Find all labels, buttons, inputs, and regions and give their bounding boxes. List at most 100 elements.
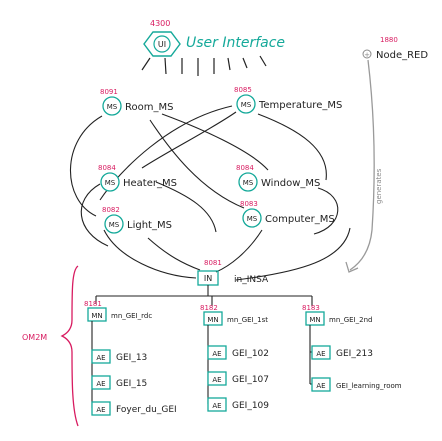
link-window-right [313,187,339,235]
ms-badge: MS [109,221,120,229]
mn-port: 8181 [84,300,102,308]
link-temp-arc [257,113,327,181]
ms-badge: MS [241,101,252,109]
ae-label: Foyer_du_GEI [116,405,177,415]
in-label: in_INSA [234,275,269,285]
ui-arrow-8 [259,55,267,67]
ui-arrow-2 [164,57,167,75]
ae-badge: AE [316,382,325,390]
link-room-computer [149,119,245,209]
ms-badge: MS [105,179,116,187]
ae-label: GEI_learning_room [336,382,402,390]
ms-port: 8085 [234,86,252,94]
generates-curve [349,59,375,271]
mn-label: mn_GEI_2nd [329,316,373,324]
ms-badge-circle [236,94,256,114]
ae-badge: AE [212,402,221,410]
mn-badge: MN [91,312,102,320]
in-badge: IN [204,274,212,283]
mn-badge: MN [309,316,320,324]
mn-badge: MN [207,316,218,324]
in-node: 8081 IN in_INSA [197,259,269,286]
ui-node: 4300 UI User Interface [143,19,285,57]
ms-badge: MS [243,179,254,187]
node-red-plus-circle [362,49,372,59]
plus-icon: + [364,51,370,59]
ui-badge-circle [153,35,171,53]
ui-arrows [141,55,267,76]
ae-badge: AE [96,406,105,414]
ae-label: GEI_15 [116,379,147,389]
ae-label: GEI_102 [232,349,269,359]
node-red-port: 1880 [380,36,398,44]
ae-node: AE Foyer_du_GEI [91,401,177,416]
in-branches [95,285,313,306]
link-heater-down [155,181,217,233]
ms-label: Light_MS [127,220,172,231]
mn-port: 8183 [302,304,320,312]
ms-label: Room_MS [125,102,173,113]
ms-connections [70,105,351,281]
mn-label: mn_GEI_rdc [111,312,152,320]
mn-badge-box [305,311,325,326]
link-room-left [70,115,103,217]
ui-badge: UI [158,40,166,49]
ae-label: GEI_213 [336,349,373,359]
generates-arrowhead [345,261,359,273]
ui-label: User Interface [186,35,285,51]
link-light-in [103,229,197,279]
ae-badge-box [91,401,111,416]
ms-badge-circle [102,96,122,116]
ms-badge-circle [104,214,124,234]
ms-badge-circle [238,172,258,192]
ms-label: Heater_MS [123,178,177,189]
ms-label: Temperature_MS [258,100,342,111]
ms-port: 8091 [100,88,118,96]
ms-badge: MS [247,215,258,223]
ms-badge: MS [107,103,118,111]
ms-port: 8084 [98,164,116,172]
ae-label: GEI_13 [116,353,147,363]
generates-label: generates [375,168,383,204]
mn-badge-box [87,307,107,322]
ae-badge-box [207,345,227,360]
link-temp-heater [141,111,237,169]
mn-port: 8182 [200,304,218,312]
node-red-label: Node_RED [376,50,428,61]
ui-port: 4300 [150,19,170,28]
ae-badge-box [91,375,111,390]
ae-badge-box [207,397,227,412]
generates-arrow: generates [345,59,383,273]
ms-label: Window_MS [261,178,320,189]
ms-port: 8083 [240,200,258,208]
ms-port: 8082 [102,206,120,214]
ms-port: 8084 [236,164,254,172]
mn-label: mn_GEI_1st [227,316,268,324]
ae-badge-box [311,377,331,392]
ms-badge-circle [100,172,120,192]
ui-hexagon [143,31,181,57]
link-light-in-2 [147,237,201,271]
ae-badge-box [91,349,111,364]
om2m-brace [60,265,79,427]
ui-arrow-7 [242,57,248,69]
ms-label: Computer_MS [265,214,335,225]
ae-badge-box [311,345,331,360]
